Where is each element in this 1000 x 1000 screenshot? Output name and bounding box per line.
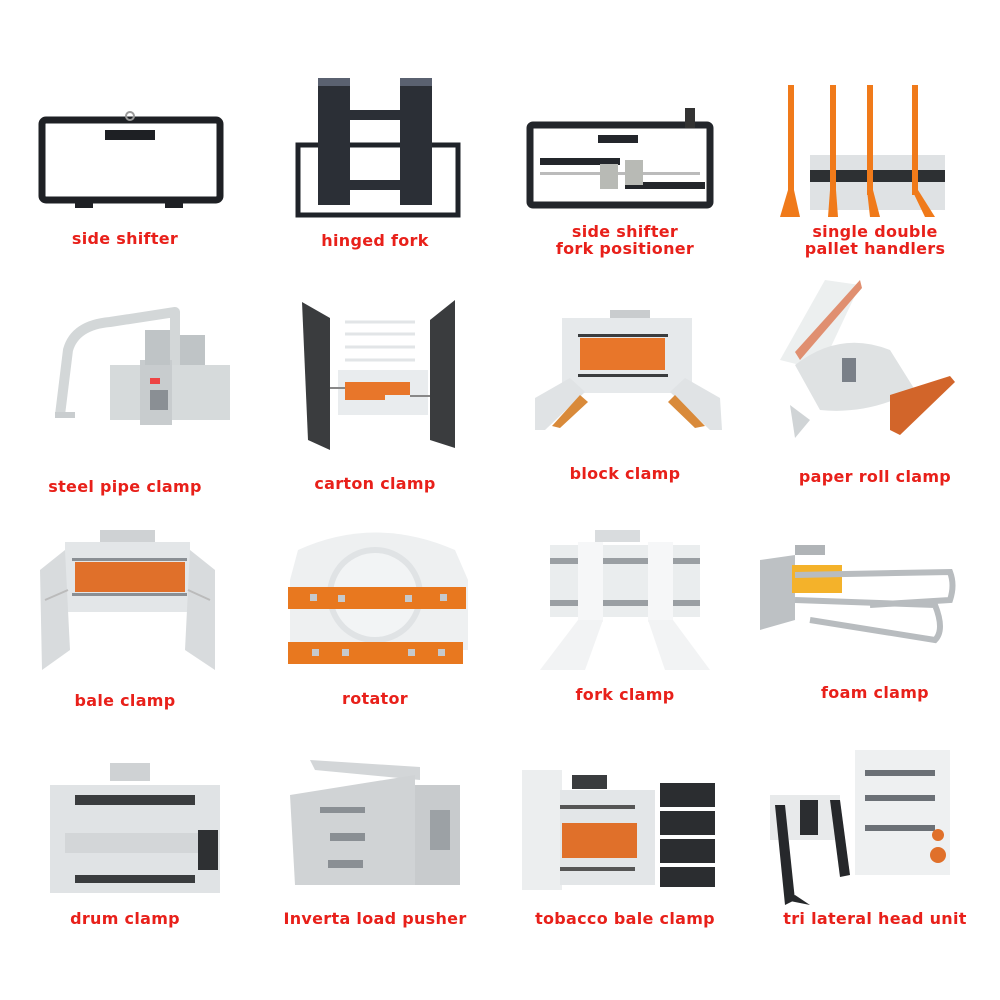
product-label-line1: side shifter [571, 222, 679, 241]
steel-pipe-clamp-image [55, 307, 230, 425]
paper-roll-clamp-image [780, 280, 955, 438]
product-paper-roll-clamp[interactable]: paper roll clamp [750, 280, 1000, 500]
product-tobacco-bale-clamp[interactable]: tobacco bale clamp [500, 745, 750, 945]
product-steel-pipe-clamp[interactable]: steel pipe clamp [0, 280, 250, 500]
product-label: tri lateral head unit [783, 909, 967, 928]
product-hinged-fork[interactable]: hinged fork [250, 60, 500, 260]
product-label: block clamp [569, 464, 681, 483]
product-fork-clamp[interactable]: fork clamp [500, 520, 750, 720]
product-side-shifter-fork-positioner[interactable]: side shifter fork positioner [500, 60, 750, 260]
carton-clamp-image [302, 300, 455, 450]
rotator-image [288, 532, 468, 664]
product-label: drum clamp [70, 909, 180, 928]
product-label: Inverta load pusher [283, 909, 467, 928]
block-clamp-image [535, 310, 722, 430]
product-label: fork clamp [575, 685, 675, 704]
tobacco-bale-clamp-image [522, 770, 715, 890]
product-bale-clamp[interactable]: bale clamp [0, 520, 250, 720]
fork-clamp-image [540, 530, 710, 670]
tri-lateral-head-unit-image [770, 750, 950, 905]
side-shifter-fork-positioner-image [526, 108, 714, 209]
product-label: foam clamp [821, 683, 929, 702]
product-side-shifter[interactable]: side shifter [0, 60, 250, 260]
product-block-clamp[interactable]: block clamp [500, 280, 750, 500]
hinged-fork-image [295, 78, 461, 218]
product-label: rotator [342, 689, 408, 708]
inverta-load-pusher-image [290, 760, 460, 885]
product-label: hinged fork [321, 231, 429, 250]
product-inverta-load-pusher[interactable]: Inverta load pusher [250, 745, 500, 945]
product-carton-clamp[interactable]: carton clamp [250, 280, 500, 500]
product-drum-clamp[interactable]: drum clamp [0, 745, 250, 945]
product-label: steel pipe clamp [48, 477, 202, 496]
product-tri-lateral-head-unit[interactable]: tri lateral head unit [750, 745, 1000, 945]
drum-clamp-image [50, 763, 220, 893]
product-label: bale clamp [74, 691, 176, 710]
pallet-handlers-image [780, 85, 945, 217]
foam-clamp-image [760, 545, 956, 644]
product-label: tobacco bale clamp [535, 909, 715, 928]
product-label: side shifter [71, 229, 179, 248]
product-label-line2: fork positioner [555, 239, 695, 258]
product-label-line1: single double [812, 222, 938, 241]
product-single-double-pallet-handlers[interactable]: single double pallet handlers [750, 60, 1000, 260]
product-rotator[interactable]: rotator [250, 520, 500, 720]
product-label: carton clamp [314, 474, 436, 493]
product-label-line2: pallet handlers [804, 239, 946, 258]
product-label: paper roll clamp [798, 467, 952, 486]
product-foam-clamp[interactable]: foam clamp [750, 520, 1000, 720]
bale-clamp-image [40, 530, 215, 670]
side-shifter-image [38, 111, 224, 208]
